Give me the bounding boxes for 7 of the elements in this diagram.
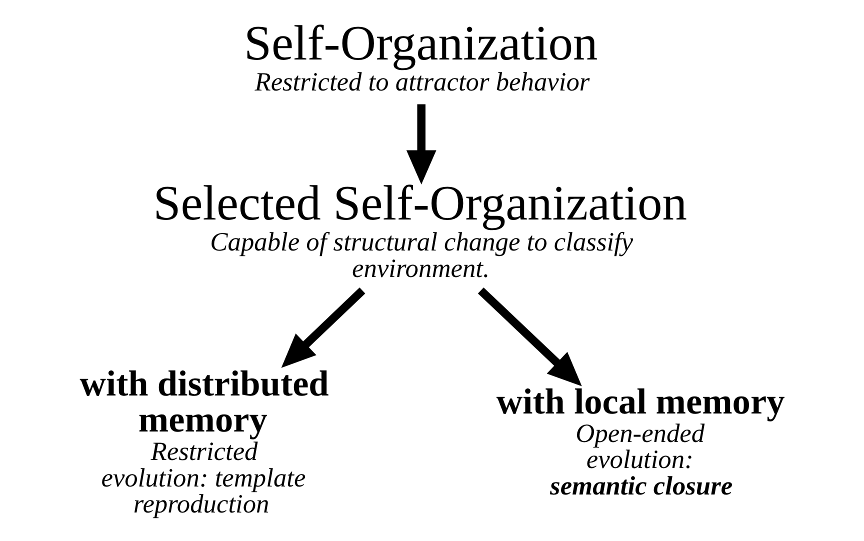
arrow — [406, 104, 436, 184]
node-text: Selected Self-Organization Capable of structural change to classify environment. — [152, 175, 687, 283]
node-text: with local memory Open-ended evolution: semantic closure — [496, 381, 784, 501]
arrow — [280, 287, 365, 368]
node-text: with distributed memory Restricted evolution: template reproduction — [79, 363, 328, 519]
arrow — [477, 287, 582, 386]
node-text: Self-Organization Restricted to attractor behavior — [243, 15, 598, 96]
